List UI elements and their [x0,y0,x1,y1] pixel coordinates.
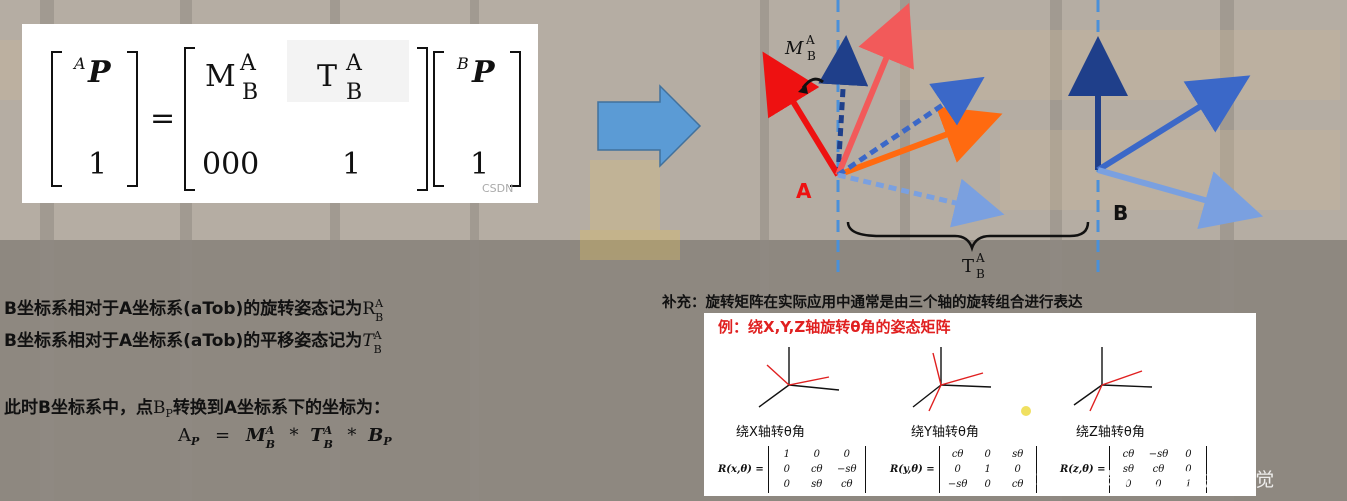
t-symbol: T [317,59,337,94]
matrix-cell: 0 [973,477,1003,492]
caption-y: 绕Y轴转θ角 [911,421,979,440]
lhs-one: 1 [88,147,107,182]
equals-sign: = [150,101,175,136]
lhs-super: A [72,54,86,73]
m-sup: A [239,51,257,76]
matrix-cell: −sθ [1143,447,1173,462]
matrix-cell: 0 [772,462,802,477]
t-sub: B [346,80,362,105]
m-sub: B [242,80,258,105]
matrix-cell: cθ [1113,447,1143,462]
matrix-cell: sθ [1003,447,1033,462]
caption-x: 绕X轴转θ角 [736,421,805,440]
trans-sub: B [976,267,985,281]
matrix-cell: cθ [832,477,862,492]
matrix-cell: −sθ [943,477,973,492]
rhs-super: B [456,54,469,73]
matrix-label-x: R(x,θ) = [718,464,764,475]
matrix-label-y: R(y,θ) = [890,464,935,475]
matrix-cell: 0 [1173,447,1203,462]
z-rotation-axes [1074,347,1152,411]
t-sup: A [345,51,363,76]
trans-label: T [962,256,974,277]
rot-label: M [784,38,804,59]
axis-sketches [704,335,1256,423]
cursor-dot [1021,406,1031,416]
matrix-cell: 1 [772,447,802,462]
matrix-cell: 1 [973,462,1003,477]
figure-title: 例：绕X,Y,Z轴旋转θ角的姿态矩阵 [718,316,951,337]
caption-z: 绕Z轴转θ角 [1076,421,1145,440]
equation-box: A P 1 = M A B T A B 000 1 B P 1 CSDN [22,24,538,203]
matrix-cell: 0 [943,462,973,477]
one-cell: 1 [342,147,361,182]
frame-a-label: A [796,179,812,203]
supplement-note: 补充：旋转矩阵在实际应用中通常是由三个轴的旋转组合进行表达 [662,291,1083,312]
page-watermark: CSDN @苏州大视通机器视觉 [1024,465,1274,492]
rhs-p: P [471,55,496,90]
matrix-cell: 0 [973,447,1003,462]
zeros-row: 000 [202,147,259,182]
frame-b-label: B [1113,201,1128,225]
frame-diagram: A B M A B T A B [740,0,1280,290]
transform-line: 此时B坐标系中，点BP转换到A坐标系下的坐标为： [4,393,390,420]
matrix-cell: 0 [772,477,802,492]
translation-brace [848,222,1088,248]
matrix-cell: −sθ [832,462,862,477]
y-rotation-axes [913,347,991,411]
rot-sup: A [805,33,815,47]
matrix-cell: 0 [802,447,832,462]
a-lightblue-dashed-arrow [838,175,985,210]
matrix-cell: cθ [802,462,832,477]
right-arrow-icon [596,84,704,168]
matrix-cell: 0 [832,447,862,462]
m-symbol: M [205,59,236,94]
box-watermark: CSDN [482,182,513,195]
matrix-equation: A P 1 = M A B T A B 000 1 B P 1 CSDN [22,24,538,203]
trans-sup: A [975,251,985,265]
x-rotation-axes [759,347,839,407]
b-blue-arrow [1098,88,1230,170]
rot-sub: B [807,49,816,63]
rhs-one: 1 [470,147,489,182]
matrix-cell: sθ [802,477,832,492]
lhs-p: P [87,55,112,90]
matrix-cell: cθ [943,447,973,462]
